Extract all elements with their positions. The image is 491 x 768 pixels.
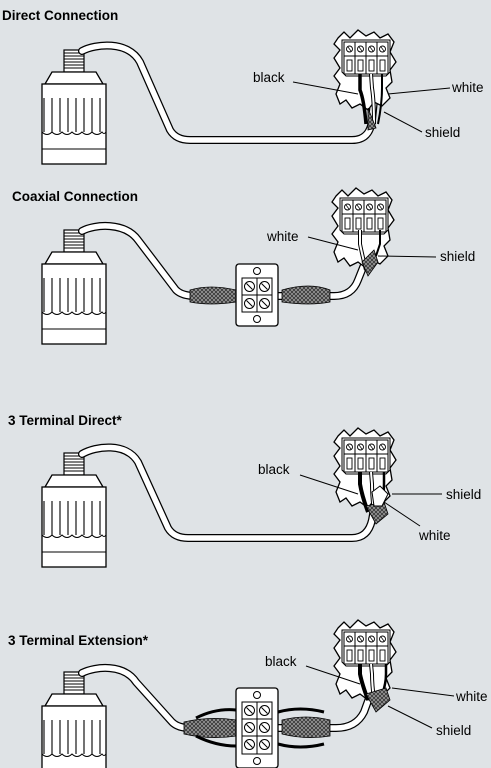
black-wire <box>358 472 370 513</box>
diagram-title: 3 Terminal Direct* <box>8 413 123 428</box>
diagram-coaxial-connection: Coaxial Connection white shield <box>12 187 475 345</box>
leader-line <box>292 81 359 95</box>
diagram-3-terminal-direct: 3 Terminal Direct* black shield white <box>8 413 481 568</box>
shield-braid <box>281 716 331 738</box>
label-white: white <box>418 528 451 543</box>
cable <box>78 41 378 144</box>
diagram-title: 3 Terminal Extension* <box>8 633 149 648</box>
leader-line <box>299 474 359 495</box>
sensor-icon <box>41 452 107 568</box>
shield-braid <box>281 285 331 305</box>
terminal-box-icon <box>333 29 397 111</box>
shield-braid <box>183 718 237 738</box>
junction-box-icon <box>235 687 279 768</box>
label-black: black <box>258 462 290 477</box>
label-black: black <box>253 70 285 85</box>
leader-line <box>377 255 437 258</box>
shield-braid <box>367 107 377 131</box>
cable <box>78 443 380 542</box>
label-shield: shield <box>446 487 481 502</box>
leader-line <box>387 87 451 95</box>
label-white: white <box>455 689 488 704</box>
diagram-direct-connection: Direct Connection black white shield <box>2 8 484 165</box>
leader-line <box>387 705 433 729</box>
sensor-icon <box>41 671 107 768</box>
sensor-icon <box>41 49 107 165</box>
label-white: white <box>266 229 299 244</box>
shield-braid <box>361 249 379 277</box>
diagram-title: Coaxial Connection <box>12 189 138 204</box>
junction-box-icon <box>235 263 279 327</box>
leader-line <box>383 501 421 527</box>
black-wire <box>358 664 370 701</box>
diagram-3-terminal-extension: 3 Terminal Extension* black white shield <box>8 619 488 768</box>
sensor-icon <box>41 229 107 345</box>
leader-line <box>305 665 361 685</box>
leader-line <box>391 687 455 697</box>
label-black: black <box>265 654 297 669</box>
shield-braid <box>189 286 237 305</box>
black-wire <box>358 74 368 125</box>
label-white: white <box>451 80 484 95</box>
label-shield: shield <box>440 249 475 264</box>
shield-braid <box>365 687 391 713</box>
label-shield: shield <box>425 125 460 140</box>
label-shield: shield <box>436 723 471 738</box>
diagram-title: Direct Connection <box>2 8 118 23</box>
leader-line <box>383 111 423 133</box>
leader-line <box>307 236 359 251</box>
